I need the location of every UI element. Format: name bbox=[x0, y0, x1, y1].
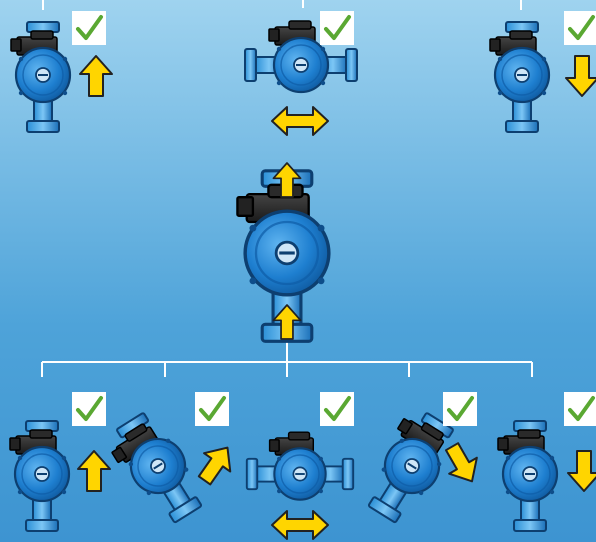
pump-top-0 bbox=[10, 21, 72, 133]
checkmark-icon bbox=[195, 392, 229, 426]
pump-bottom-6 bbox=[367, 412, 454, 524]
checkmark-icon bbox=[443, 392, 477, 426]
main-flow-arrow-top bbox=[272, 162, 302, 198]
pump-top-1 bbox=[244, 20, 358, 94]
pump-bottom-3 bbox=[9, 420, 71, 532]
main-flow-arrow-bottom bbox=[272, 304, 302, 340]
flow-arrow-1 bbox=[271, 106, 329, 136]
checkmark-icon bbox=[72, 11, 106, 45]
flow-arrow-3 bbox=[77, 450, 111, 492]
checkmark-icon bbox=[72, 392, 106, 426]
pump-bottom-5 bbox=[245, 431, 355, 501]
pump-bottom-4 bbox=[111, 412, 203, 524]
checkmark-icon bbox=[564, 11, 596, 45]
connector-lines bbox=[41, 0, 533, 377]
flow-arrow-6 bbox=[444, 442, 478, 483]
flow-arrow-4 bbox=[197, 446, 232, 486]
checkmark-icon bbox=[320, 392, 354, 426]
pump-bottom-7 bbox=[497, 420, 559, 532]
flow-arrow-0 bbox=[79, 55, 113, 97]
flow-arrow-7 bbox=[567, 450, 596, 492]
checkmark-icon bbox=[320, 11, 354, 45]
flow-arrow-2 bbox=[565, 55, 596, 97]
pump-top-2 bbox=[489, 21, 551, 133]
flow-arrow-5 bbox=[271, 510, 329, 540]
checkmark-icon bbox=[564, 392, 596, 426]
